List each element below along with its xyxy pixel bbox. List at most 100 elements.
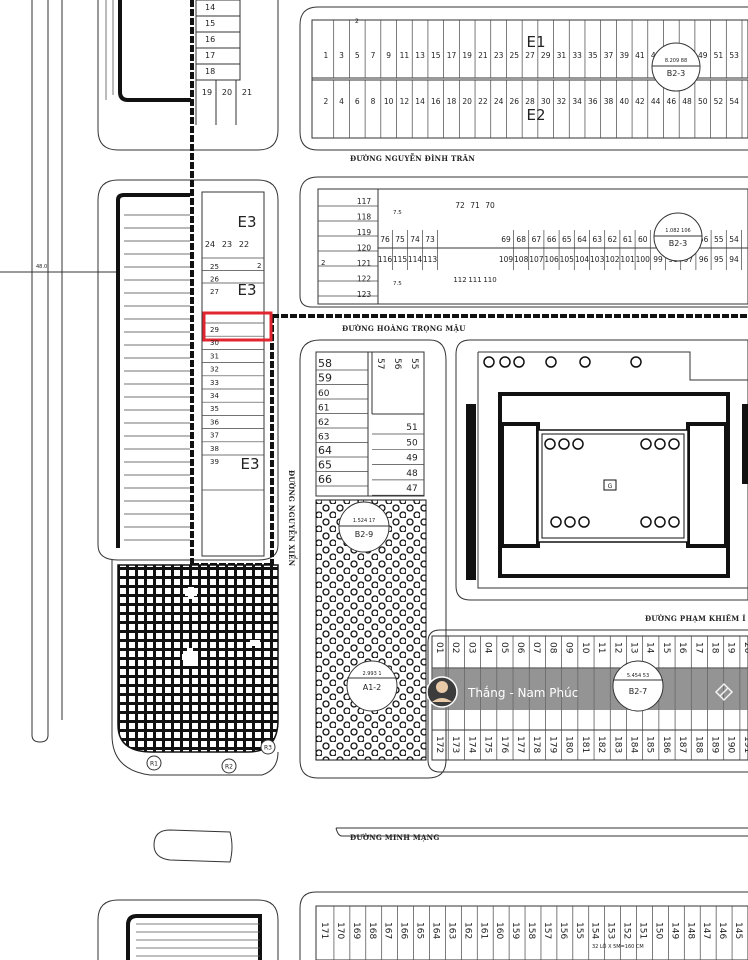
lot-number: 157 xyxy=(542,922,552,939)
lot-number: 63 xyxy=(592,235,602,244)
lot-number: 66 xyxy=(547,235,557,244)
lot-number: 65 xyxy=(562,235,572,244)
lot-number: 31 xyxy=(210,352,219,360)
lot-number: 37 xyxy=(210,432,219,440)
lot-number: 55 xyxy=(714,235,724,244)
lot-number: 181 xyxy=(580,736,590,753)
lot-number: 37 xyxy=(604,51,614,60)
lot-number: 176 xyxy=(499,736,509,753)
lot-number: 36 xyxy=(210,418,219,426)
lot-number: 76 xyxy=(380,235,390,244)
street-minh-mang: ĐƯỜNG MINH MẠNG xyxy=(350,833,440,842)
lot-number: 164 xyxy=(430,922,440,939)
highlighted-lot-frame[interactable] xyxy=(202,311,273,342)
block-e3-top xyxy=(97,0,279,151)
lot-number: 16 xyxy=(205,35,215,44)
lot-number: 50 xyxy=(698,97,708,106)
roundabout-label-r1: R1 xyxy=(150,761,158,768)
lot-number: 7 xyxy=(371,51,376,60)
lot-number: 15 xyxy=(431,51,441,60)
e3-parking-stripes xyxy=(124,214,190,541)
lot-number: 06 xyxy=(515,642,525,654)
lot-number: 32 xyxy=(210,366,219,374)
lot-number: 120 xyxy=(357,244,372,253)
dimension-marks: 7.5 7.5 2 2 2 xyxy=(257,18,402,287)
marker-b2-3-mid-name: B2-3 xyxy=(669,239,688,248)
watermark-text: Thắng - Nam Phúc xyxy=(467,686,578,700)
lot-number: 189 xyxy=(709,736,719,753)
street-nguyen-dinh-tran: ĐƯỜNG NGUYỄN ĐÌNH TRÂN xyxy=(350,153,475,163)
lot-number: 12 xyxy=(400,97,410,106)
marker-b2-9-name: B2-9 xyxy=(355,530,374,539)
lot-number: 163 xyxy=(446,922,456,939)
marker-b2-3-top-values: 8.209 88 xyxy=(665,58,687,64)
watermark: Thắng - Nam Phúc xyxy=(426,668,748,710)
lot-number: 71 xyxy=(470,201,480,210)
lot-number: 5 xyxy=(355,51,360,60)
lot-number: 14 xyxy=(645,642,655,654)
lot-number: 61 xyxy=(623,235,633,244)
lot-number: 57 xyxy=(375,358,385,369)
south-lot-row xyxy=(315,905,748,960)
lot-number: 16 xyxy=(677,642,687,654)
median-island xyxy=(153,829,233,863)
lot-number: 103 xyxy=(590,255,605,264)
lot-number: 179 xyxy=(547,736,557,753)
lot-number: 118 xyxy=(357,213,372,222)
hex-plaza xyxy=(315,499,427,761)
lot-number: 50 xyxy=(406,438,418,448)
lot-number: 101 xyxy=(620,255,635,264)
lot-number: 64 xyxy=(318,444,332,457)
lot-number: 156 xyxy=(558,922,568,939)
lot-number: 177 xyxy=(515,736,525,753)
marker-b2-3-mid-values: 1.082 106 xyxy=(665,228,690,234)
lot-number: 60 xyxy=(318,389,330,399)
south-lot-dividers xyxy=(333,906,748,960)
lot-number: 53 xyxy=(729,51,739,60)
block-e3-main xyxy=(97,179,279,561)
lot-number: 61 xyxy=(318,404,329,414)
lot-number: 30 xyxy=(210,339,219,347)
lot-number: 18 xyxy=(447,97,457,106)
lot-number: 105 xyxy=(560,255,575,264)
lot-number: 112 xyxy=(453,276,466,284)
lot-number: 33 xyxy=(210,379,219,387)
lot-number: 58 xyxy=(318,357,332,370)
lot-number: 180 xyxy=(564,736,574,753)
lot-number: 13 xyxy=(628,642,638,653)
lot-number: 23 xyxy=(222,240,232,249)
lot-number: 154 xyxy=(590,922,600,939)
lot-number: 47 xyxy=(406,484,417,494)
lot-number: 160 xyxy=(494,922,504,939)
lot-number: 64 xyxy=(577,235,587,244)
lot-number: 42 xyxy=(635,97,645,106)
highlighted-lot-number: 29 xyxy=(210,326,219,334)
lot-number: 11 xyxy=(596,642,606,653)
lot-number: 153 xyxy=(606,922,616,939)
roundabouts: R1 R2 R3 xyxy=(146,739,276,774)
street-nguyen-xien: ĐƯỜNG NGUYỄN XIỂN xyxy=(287,470,298,567)
lot-number: 146 xyxy=(717,922,727,939)
lot-number: 13 xyxy=(415,51,425,60)
lot-number: 22 xyxy=(239,240,249,249)
block-label-e3-top: E3 xyxy=(237,213,256,231)
lot-number: 102 xyxy=(605,255,620,264)
lot-number: 162 xyxy=(462,922,472,939)
lot-number: 34 xyxy=(572,97,582,106)
lot-number: 178 xyxy=(531,736,541,753)
lot-number: 23 xyxy=(494,51,504,60)
lot-number: 183 xyxy=(612,736,622,753)
lot-number: 26 xyxy=(210,276,219,284)
lot-number: 100 xyxy=(636,255,651,264)
lot-number: 148 xyxy=(685,922,695,939)
lot-number: 96 xyxy=(699,255,709,264)
lot-number: 6 xyxy=(355,97,360,106)
street-hoang-trong-mau: ĐƯỜNG HOÀNG TRỌNG MẬU xyxy=(342,324,466,333)
lot-number: 95 xyxy=(714,255,724,264)
lot-number: 27 xyxy=(210,288,219,296)
south-block xyxy=(299,891,748,960)
lot-number: 14 xyxy=(415,97,425,106)
lot-number: 72 xyxy=(455,201,465,210)
lot-number: 54 xyxy=(729,235,739,244)
lot-number: 75 xyxy=(395,235,405,244)
